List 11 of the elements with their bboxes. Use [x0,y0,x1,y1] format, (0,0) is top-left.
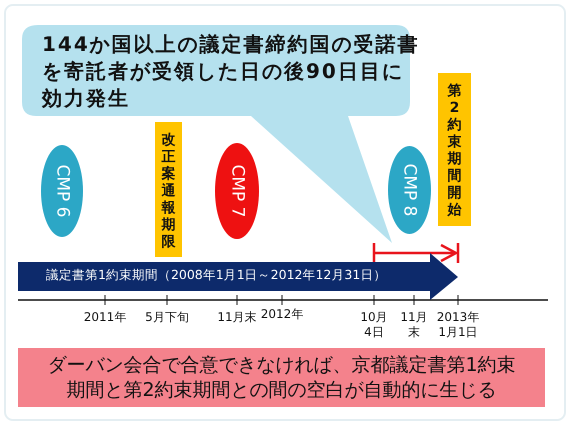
note-box: ダーバン会合で合意できなければ、京都議定書第1約束期間と第2約束期間との間の空白が自動的に生じる [18,348,545,407]
callout-text: 144か国以上の議定書締約国の受諾書を寄託者が受領した日の後90日目に効力発生 [42,31,421,112]
tick-label: 2012年 [260,307,304,322]
tick-label: 2011年 [82,310,128,325]
period-label: 議定書第1約束期間（2008年1月1日～2012年12月31日） [46,267,386,284]
tick-label: 5月下旬 [144,310,190,325]
tick-label: 10月4日 [359,310,389,340]
milestone-box: 第2約束期間開始 [438,73,471,226]
tick-label: 2013年1月1日 [436,310,480,340]
tick-label: 11月末 [399,310,429,340]
milestone-box: 改正案通報期限 [155,122,182,257]
